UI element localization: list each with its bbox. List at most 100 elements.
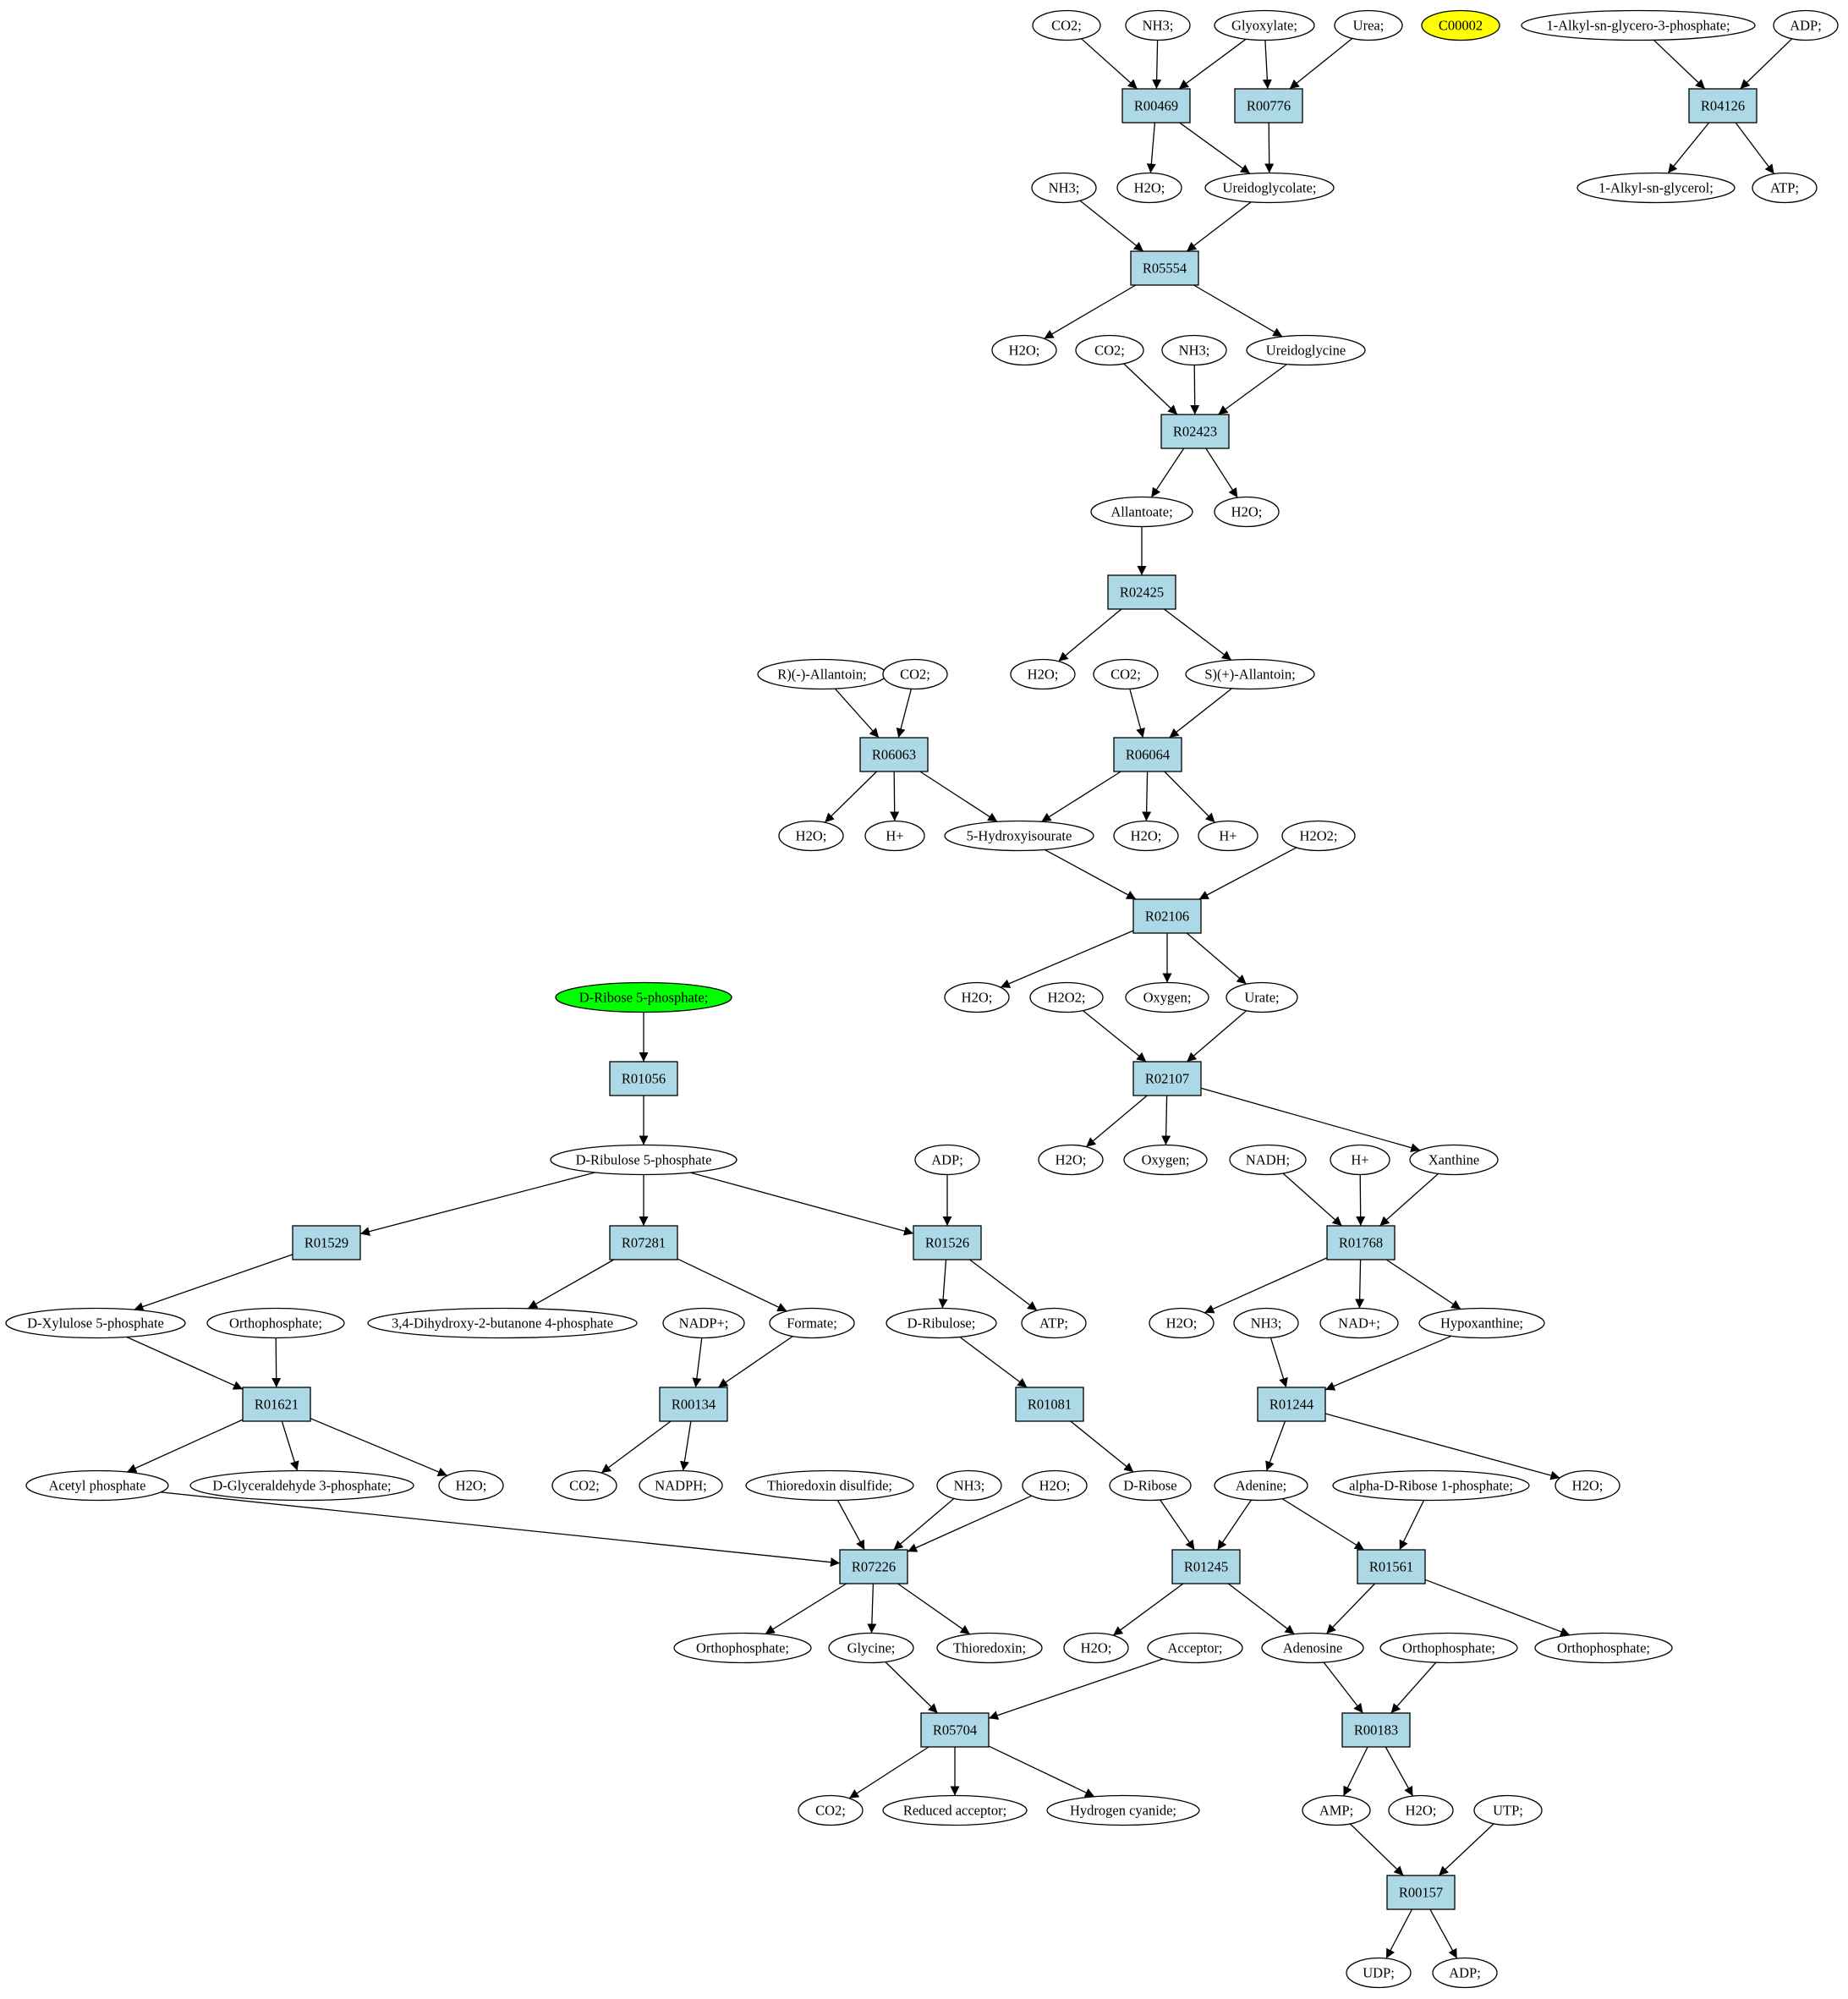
compound-label: H2O; — [1081, 1640, 1112, 1656]
compound-ellipse — [206, 1307, 345, 1339]
compound-ellipse — [1021, 1307, 1087, 1339]
edge-arrow — [1129, 689, 1145, 739]
compound-ellipse — [1409, 1144, 1499, 1176]
compound-label: Orthophosphate; — [1557, 1640, 1650, 1656]
edge-arrow — [1204, 1257, 1328, 1314]
compound-node: H+ — [1198, 820, 1259, 852]
edge-arrow — [824, 771, 878, 823]
compound-ellipse — [1555, 1469, 1620, 1502]
edge-arrow — [1186, 1010, 1248, 1063]
compound-ellipse — [798, 1794, 864, 1826]
compound-label: Xanthine — [1428, 1152, 1479, 1168]
edge-arrow — [885, 1661, 939, 1714]
compound-ellipse — [1521, 9, 1756, 41]
compound-label: H+ — [1219, 828, 1237, 844]
edge-arrow — [1740, 38, 1793, 90]
compound-node: H2O2; — [1281, 820, 1356, 852]
edge-arrow — [1200, 1087, 1421, 1152]
compound-node: Orthophosphate; — [206, 1307, 345, 1339]
compound-node: 3,4-Dihydroxy-2-butanone 4-phosphate — [367, 1307, 638, 1339]
reaction-box — [242, 1387, 311, 1422]
compound-label: H2O; — [796, 828, 827, 844]
compound-label: NAD+; — [1338, 1315, 1380, 1332]
reaction-node: R00134 — [659, 1387, 728, 1422]
edge-arrow — [677, 1258, 787, 1312]
edge-arrow — [919, 771, 998, 822]
compound-ellipse — [1773, 9, 1839, 41]
edge-arrow — [1123, 363, 1178, 415]
reaction-node: R01056 — [609, 1061, 678, 1096]
compound-label: H2O; — [962, 990, 993, 1006]
reaction-label: R01245 — [1184, 1559, 1228, 1575]
edge-arrow — [1179, 122, 1251, 174]
reaction-node: R04126 — [1688, 88, 1758, 124]
compound-node: H2O; — [1214, 496, 1280, 528]
edge-arrow — [969, 1259, 1038, 1311]
compound-label: Orthophosphate; — [1402, 1640, 1495, 1656]
compound-label: D-Ribose — [1123, 1478, 1176, 1494]
compound-node: D-Ribose — [1109, 1469, 1192, 1502]
reaction-box — [1121, 88, 1191, 124]
compound-ellipse — [882, 658, 948, 690]
compound-label: Reduced acceptor; — [903, 1803, 1006, 1819]
compound-ellipse — [1319, 1307, 1399, 1339]
compound-label: Acceptor; — [1167, 1640, 1222, 1656]
compound-label: S)(+)-Allantoin; — [1204, 667, 1295, 683]
reaction-box — [839, 1549, 908, 1584]
compound-label: ADP; — [1790, 18, 1822, 34]
compound-node: Oxygen; — [1125, 981, 1209, 1013]
compound-label: ATP; — [1039, 1315, 1068, 1332]
reaction-node: R01529 — [292, 1225, 361, 1260]
compound-node: Orthophosphate; — [673, 1632, 812, 1664]
reaction-box — [659, 1387, 728, 1422]
reaction-label: R00134 — [672, 1397, 716, 1413]
compound-ellipse — [1233, 1307, 1299, 1339]
compound-label: H2O; — [1028, 667, 1059, 683]
compound-node: Allantoate; — [1090, 496, 1193, 528]
compound-label: Hypoxanthine; — [1440, 1315, 1523, 1332]
compound-ellipse — [1281, 820, 1356, 852]
edge-arrow — [1112, 1583, 1184, 1636]
compound-ellipse — [778, 820, 844, 852]
compound-ellipse — [1330, 1144, 1390, 1176]
edge-arrow — [1142, 771, 1152, 821]
compound-label: H2O; — [1406, 1803, 1437, 1819]
edge-arrow — [679, 1420, 692, 1471]
reaction-node: R02106 — [1132, 898, 1202, 934]
reaction-label: R01081 — [1028, 1397, 1072, 1413]
compound-label: NH3; — [1049, 180, 1080, 196]
compound-node: alpha-D-Ribose 1-phosphate; — [1332, 1469, 1530, 1502]
compound-node: Adenosine — [1261, 1632, 1364, 1664]
reaction-box — [1688, 88, 1758, 124]
edge-arrow — [1385, 1746, 1414, 1797]
compound-label: H2O; — [1572, 1478, 1604, 1494]
compound-node: H2O; — [1555, 1469, 1620, 1502]
reaction-node: R00469 — [1121, 88, 1191, 124]
compound-ellipse — [1577, 172, 1736, 204]
compound-label: H+ — [886, 828, 903, 844]
compound-node: H+ — [1330, 1144, 1390, 1176]
compound-ellipse — [991, 334, 1057, 366]
compound-node: CO2; — [1075, 334, 1144, 366]
reaction-box — [1234, 88, 1303, 124]
edge-arrow — [1146, 122, 1156, 173]
reaction-box — [1341, 1712, 1411, 1748]
compound-node: 5-Hydroxyisourate — [944, 820, 1094, 852]
compound-label: ADP; — [1449, 1965, 1481, 1981]
compound-ellipse — [1229, 1144, 1307, 1176]
compound-ellipse — [1214, 9, 1315, 41]
reaction-node: R07226 — [839, 1549, 908, 1584]
compound-label: Adenosine — [1283, 1640, 1343, 1656]
compound-ellipse — [1113, 820, 1179, 852]
compound-ellipse — [1149, 1307, 1215, 1339]
compound-node: NADPH; — [639, 1469, 723, 1502]
query-compound-node: C00002 — [1421, 9, 1500, 41]
edge-arrow — [1667, 122, 1710, 174]
reaction-label: R01056 — [622, 1071, 666, 1087]
reaction-box — [1386, 1875, 1456, 1910]
compound-node: Orthophosphate; — [1534, 1632, 1673, 1664]
reaction-label: R01561 — [1369, 1559, 1413, 1575]
edge-arrow — [1000, 930, 1134, 988]
edge-arrow — [896, 689, 913, 739]
edge-arrow — [897, 1583, 971, 1635]
